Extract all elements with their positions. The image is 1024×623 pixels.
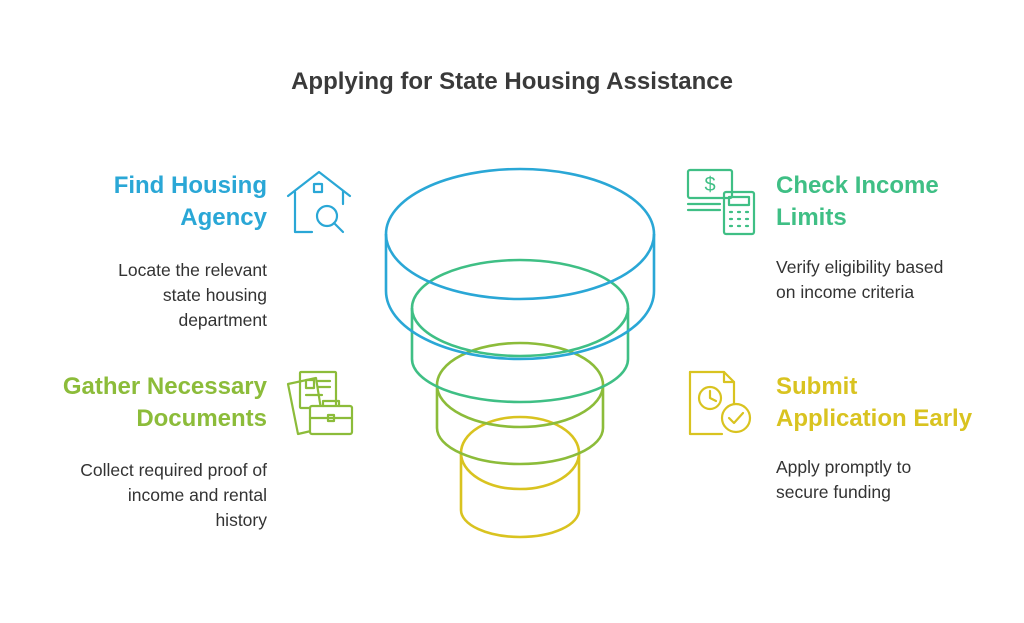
step-desc-line: secure funding bbox=[776, 482, 891, 502]
step-desc-gather-necessary-documents: Collect required proof of income and ren… bbox=[80, 458, 267, 533]
step-heading-line: Gather Necessary bbox=[62, 373, 267, 400]
step-heading-line: Application Early bbox=[776, 405, 973, 432]
step-heading-line: Agency bbox=[180, 204, 267, 231]
step-heading-line: Submit bbox=[776, 373, 858, 400]
money-calculator-icon: $ bbox=[686, 168, 756, 236]
funnel-layer-check bbox=[410, 258, 630, 404]
step-heading-line: Documents bbox=[136, 405, 267, 432]
step-heading-line: Limits bbox=[776, 204, 847, 231]
step-heading-gather-necessary-documents: Gather Necessary Documents bbox=[63, 371, 267, 435]
step-desc-line: on income criteria bbox=[776, 282, 915, 302]
step-desc-find-housing-agency: Locate the relevant state housing depart… bbox=[118, 258, 267, 333]
step-desc-line: income and rental bbox=[127, 485, 267, 505]
step-heading-line: Check Income bbox=[776, 172, 939, 199]
step-desc-check-income-limits: Verify eligibility based on income crite… bbox=[776, 255, 943, 305]
page-title: Applying for State Housing Assistance bbox=[291, 68, 733, 95]
funnel-layer-find bbox=[384, 167, 656, 361]
step-heading-check-income-limits: Check Income Limits bbox=[776, 170, 939, 234]
funnel-layer-gather bbox=[435, 341, 605, 466]
step-heading-line: Find Housing bbox=[113, 172, 267, 199]
funnel-diagram bbox=[384, 167, 656, 539]
clock-document-check-icon bbox=[688, 370, 752, 436]
step-heading-find-housing-agency: Find Housing Agency bbox=[114, 170, 267, 234]
step-heading-submit-application-early: Submit Application Early bbox=[776, 371, 972, 435]
documents-briefcase-icon bbox=[286, 370, 354, 436]
step-desc-line: Verify eligibility based bbox=[776, 257, 944, 277]
house-search-icon bbox=[286, 170, 352, 234]
step-desc-line: Locate the relevant bbox=[118, 260, 267, 280]
step-desc-line: state housing bbox=[162, 285, 267, 305]
step-desc-line: Collect required proof of bbox=[80, 460, 267, 480]
svg-text:$: $ bbox=[704, 174, 715, 196]
step-desc-line: Apply promptly to bbox=[776, 457, 912, 477]
step-desc-line: history bbox=[215, 510, 267, 530]
step-desc-line: department bbox=[178, 310, 267, 330]
funnel-layer-submit bbox=[459, 415, 581, 539]
step-desc-submit-application-early: Apply promptly to secure funding bbox=[776, 455, 911, 505]
